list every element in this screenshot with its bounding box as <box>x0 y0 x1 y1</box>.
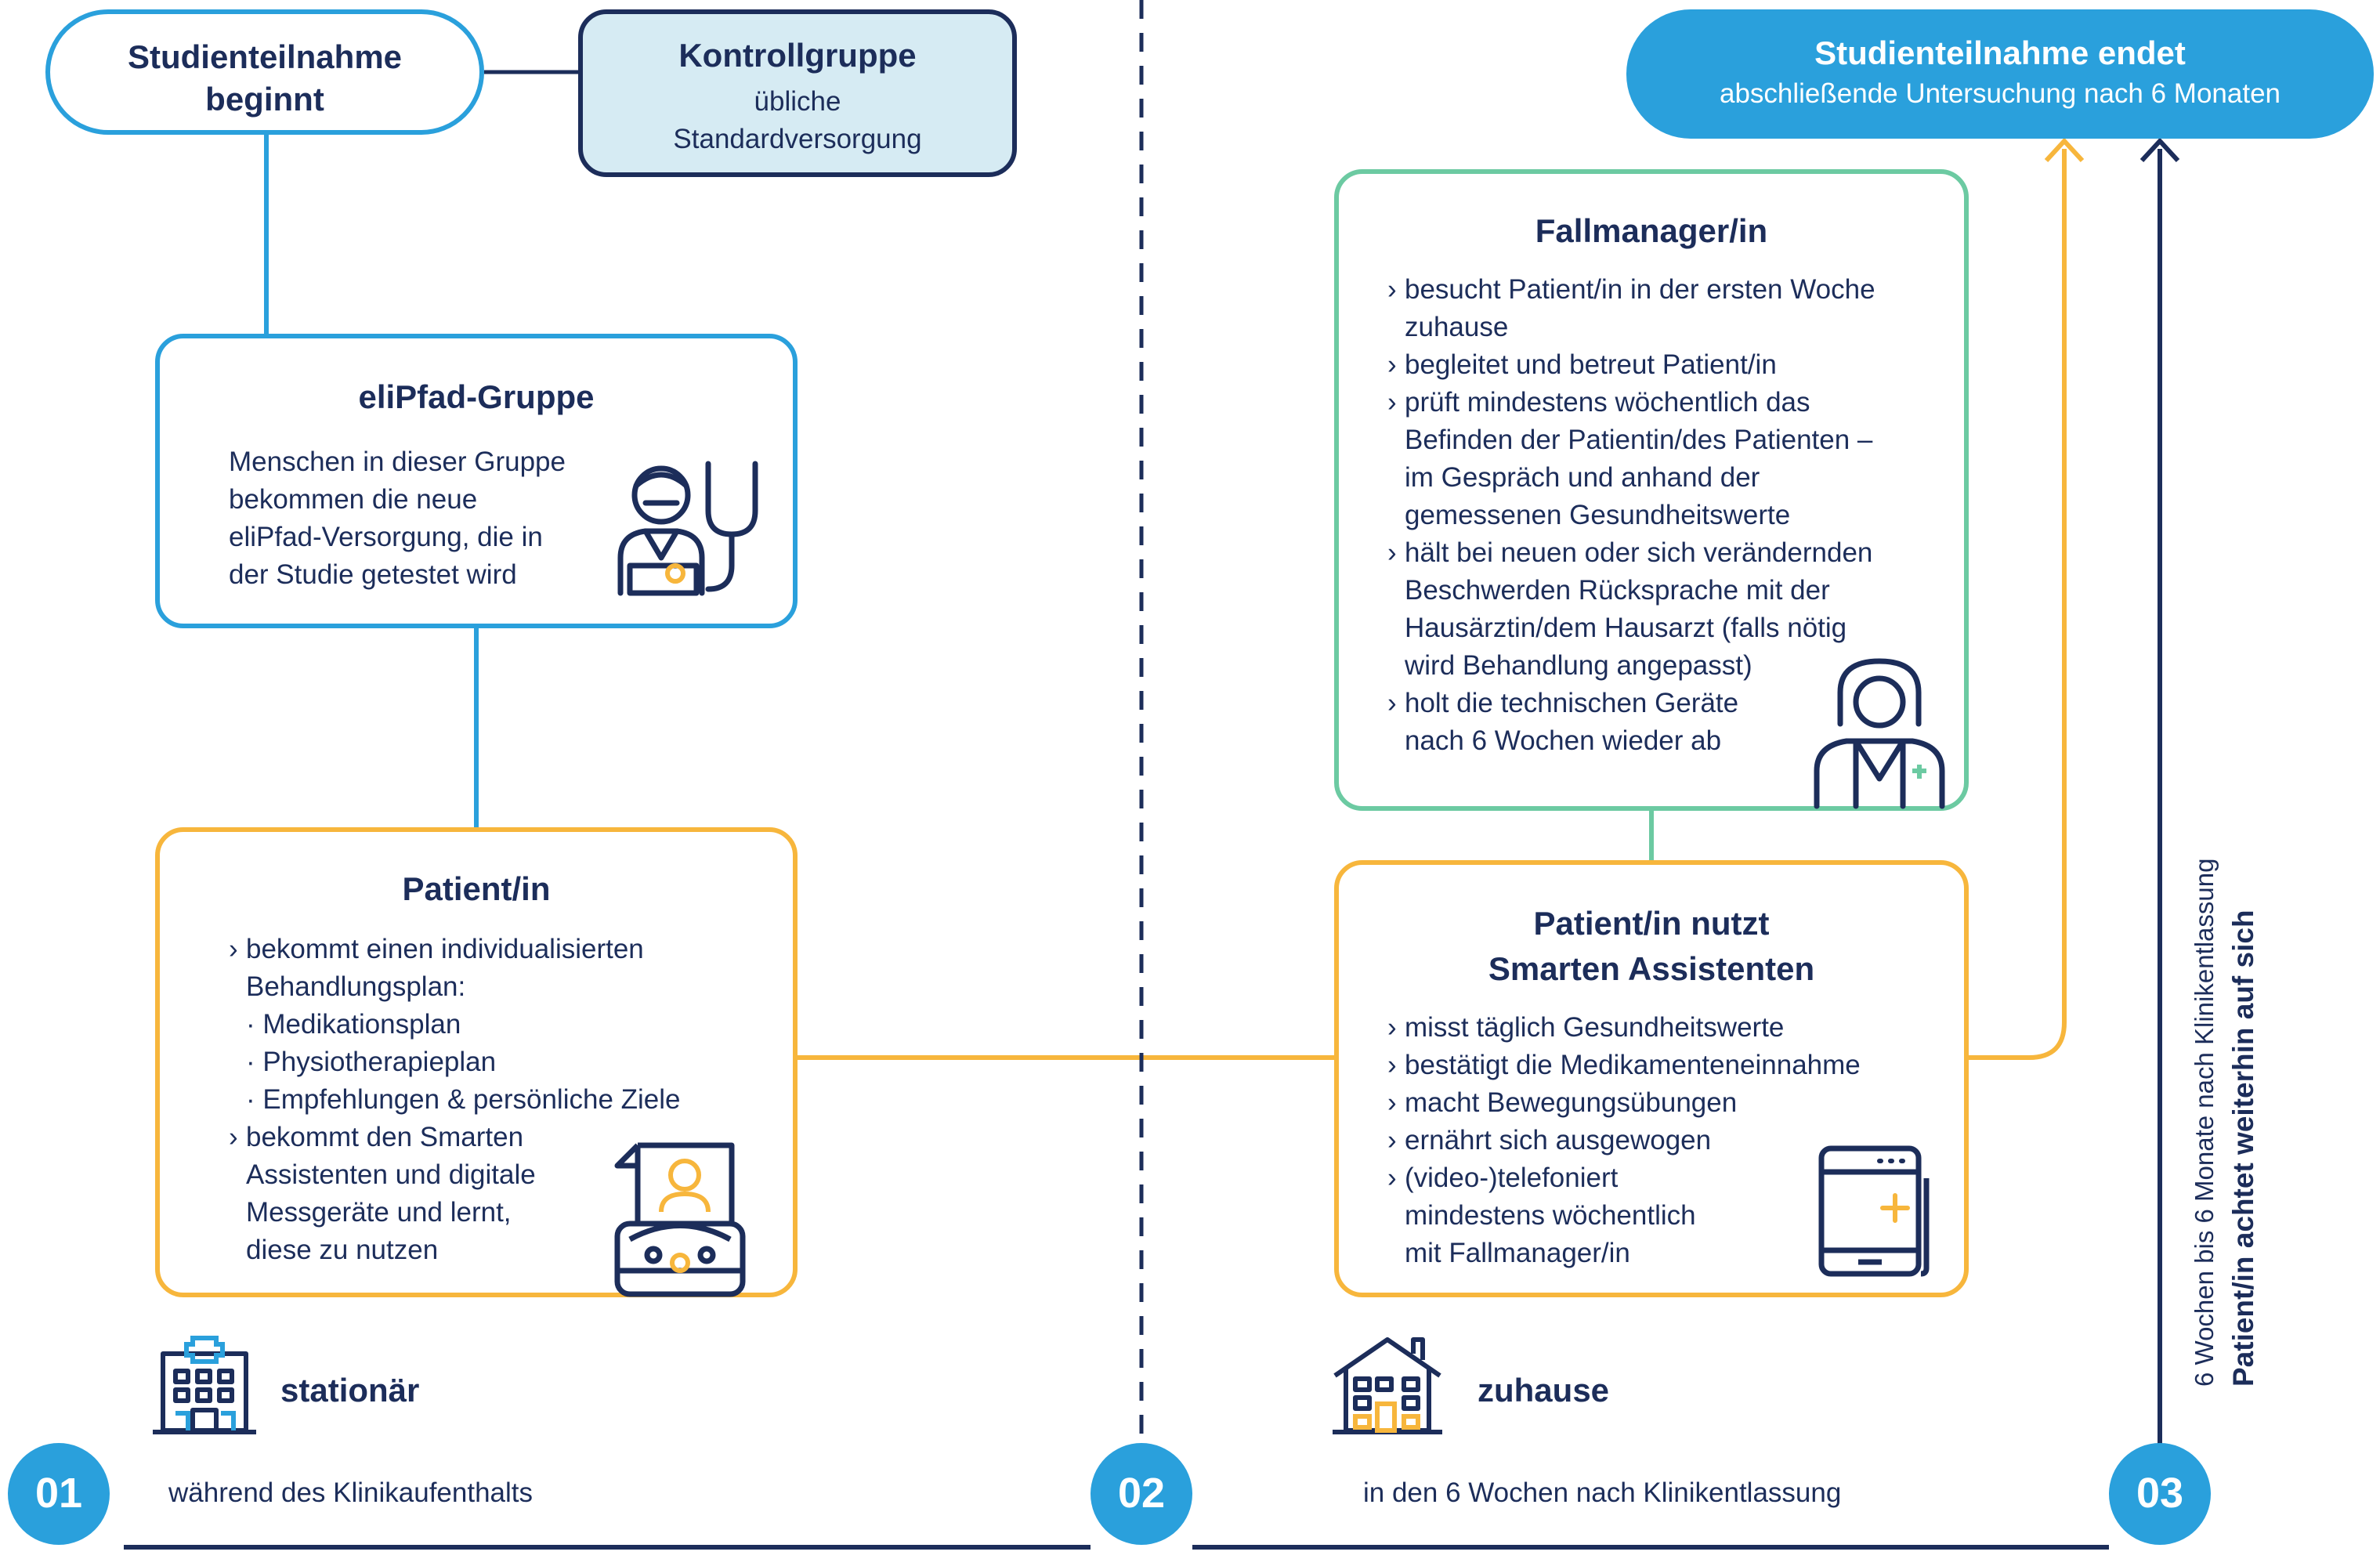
fallmanager-line: zuhause <box>1405 312 1509 342</box>
doctor-stethoscope-icon <box>617 461 758 596</box>
fallmanager-line: Beschwerden Rücksprache mit der <box>1405 575 1830 606</box>
patient-item: bekommt den Smarten Assistenten und digi… <box>229 1119 681 1269</box>
patient-document-icon <box>614 1142 746 1297</box>
elipfad-line: der Studie getestet wird <box>229 559 517 590</box>
smart-line: misst täglich Gesundheitswerte <box>1405 1012 1785 1043</box>
smart-line: macht Bewegungsübungen <box>1405 1087 1738 1118</box>
patient-item2-line: Assistenten und digitale <box>246 1159 536 1190</box>
control-group-node: Kontrollgruppe übliche Standardversorgun… <box>578 9 1017 177</box>
hospital-icon <box>153 1336 256 1434</box>
phase-02-marker: 02 <box>1091 1443 1192 1545</box>
smart-line: ernährt sich ausgewogen <box>1405 1125 1712 1156</box>
fallmanager-item: prüft mindestens wöchentlich das Befinde… <box>1387 384 1875 534</box>
fallmanager-line: holt die technischen Geräte <box>1405 688 1739 718</box>
fallmanager-item: hält bei neuen oder sich verändernden Be… <box>1387 534 1875 685</box>
control-group-line2: Standardversorgung <box>673 124 922 154</box>
phase-02-label: in den 6 Wochen nach Klinikentlassung <box>1363 1477 1842 1508</box>
smart-line: bestätigt die Medikamenteneinnahme <box>1405 1050 1861 1080</box>
smart-line: mindestens wöchentlich <box>1405 1200 1696 1231</box>
smart-title-line2: Smarten Assistenten <box>1488 950 1815 987</box>
fallmanager-line: wird Behandlung angepasst) <box>1405 650 1752 681</box>
fallmanager-line: gemessenen Gesundheitswerte <box>1405 500 1791 530</box>
smart-line: (video-)telefoniert <box>1405 1163 1619 1193</box>
smart-item: misst täglich Gesundheitswerte <box>1387 1009 1861 1047</box>
study-start-line1: Studienteilnahme <box>127 38 403 75</box>
study-end-title: Studienteilnahme endet <box>1814 34 2186 71</box>
phase-03-side-line1: 6 Wochen bis 6 Monate nach Klinikentlass… <box>2190 858 2219 1387</box>
nurse-icon <box>1814 658 1945 809</box>
study-start-node: Studienteilnahme beginnt <box>45 9 484 135</box>
smart-item: ernährt sich ausgewogen <box>1387 1122 1861 1159</box>
phase-03-side-text: 6 Wochen bis 6 Monate nach Klinikentlass… <box>2186 744 2272 1387</box>
tablet-plus-icon <box>1818 1145 1930 1277</box>
patient-item1-line2: Behandlungsplan: <box>246 971 466 1002</box>
control-group-line1: übliche <box>754 86 841 117</box>
elipfad-group-node: eliPfad-Gruppe Menschen in dieser Gruppe… <box>155 334 798 628</box>
control-group-title: Kontrollgruppe <box>678 37 917 74</box>
patient-item2-line: diese zu nutzen <box>246 1235 439 1265</box>
smart-item: macht Bewegungsübungen <box>1387 1084 1861 1122</box>
smart-line: mit Fallmanager/in <box>1405 1238 1630 1268</box>
house-icon <box>1333 1337 1442 1434</box>
smart-item: bestätigt die Medikamenteneinnahme <box>1387 1047 1861 1084</box>
patient-node: Patient/in bekommt einen individualisier… <box>155 827 798 1297</box>
fallmanager-node: Fallmanager/in besucht Patient/in in der… <box>1334 169 1969 811</box>
fallmanager-title: Fallmanager/in <box>1535 212 1768 249</box>
elipfad-line: Menschen in dieser Gruppe <box>229 447 566 477</box>
fallmanager-line: besucht Patient/in in der ersten Woche <box>1405 274 1875 305</box>
study-end-subtitle: abschließende Untersuchung nach 6 Monate… <box>1719 78 2281 109</box>
study-end-node: Studienteilnahme endet abschließende Unt… <box>1626 9 2374 139</box>
fallmanager-line: begleitet und betreut Patient/in <box>1405 349 1777 380</box>
patient-subitem: Physiotherapieplan <box>246 1043 681 1081</box>
zuhause-label: zuhause <box>1478 1372 1610 1409</box>
phase-03-side-line2: Patient/in achtet weiterhin auf sich <box>2227 910 2259 1387</box>
smart-title-line1: Patient/in nutzt <box>1533 905 1770 942</box>
patient-item2-line: Messgeräte und lernt, <box>246 1197 512 1228</box>
patient-item1-line1: bekommt einen individualisierten <box>246 934 644 964</box>
phase-01-label: während des Klinikaufenthalts <box>168 1477 534 1508</box>
smart-item: (video-)telefoniert mindestens wöchentli… <box>1387 1159 1861 1272</box>
smart-assistant-node: Patient/in nutzt Smarten Assistenten mis… <box>1334 860 1969 1297</box>
fallmanager-line: Befinden der Patientin/des Patienten – <box>1405 425 1873 455</box>
fallmanager-line: hält bei neuen oder sich verändernden <box>1405 537 1873 568</box>
patient-title: Patient/in <box>402 870 551 907</box>
fallmanager-line: Hausärztin/dem Hausarzt (falls nötig <box>1405 613 1847 643</box>
fallmanager-line: prüft mindestens wöchentlich das <box>1405 387 1810 418</box>
fallmanager-item: begleitet und betreut Patient/in <box>1387 346 1875 384</box>
phase-01-marker: 01 <box>8 1443 110 1545</box>
elipfad-title: eliPfad-Gruppe <box>358 378 595 415</box>
fallmanager-line: nach 6 Wochen wieder ab <box>1405 725 1722 756</box>
elipfad-line: bekommen die neue <box>229 484 478 515</box>
fallmanager-line: im Gespräch und anhand der <box>1405 462 1760 493</box>
stationaer-label: stationär <box>280 1372 420 1409</box>
patient-subitem: Medikationsplan <box>246 1006 681 1043</box>
elipfad-line: eliPfad-Versorgung, die in <box>229 522 543 552</box>
study-start-line2: beginnt <box>205 81 324 118</box>
patient-subitem: Empfehlungen & persönliche Ziele <box>246 1081 680 1119</box>
fallmanager-item: holt die technischen Geräte nach 6 Woche… <box>1387 685 1875 760</box>
fallmanager-item: besucht Patient/in in der ersten Woche z… <box>1387 271 1875 346</box>
phase-03-marker: 03 <box>2109 1443 2211 1545</box>
patient-item: bekommt einen individualisierten Behandl… <box>229 931 681 1119</box>
patient-item2-line: bekommt den Smarten <box>246 1122 524 1152</box>
